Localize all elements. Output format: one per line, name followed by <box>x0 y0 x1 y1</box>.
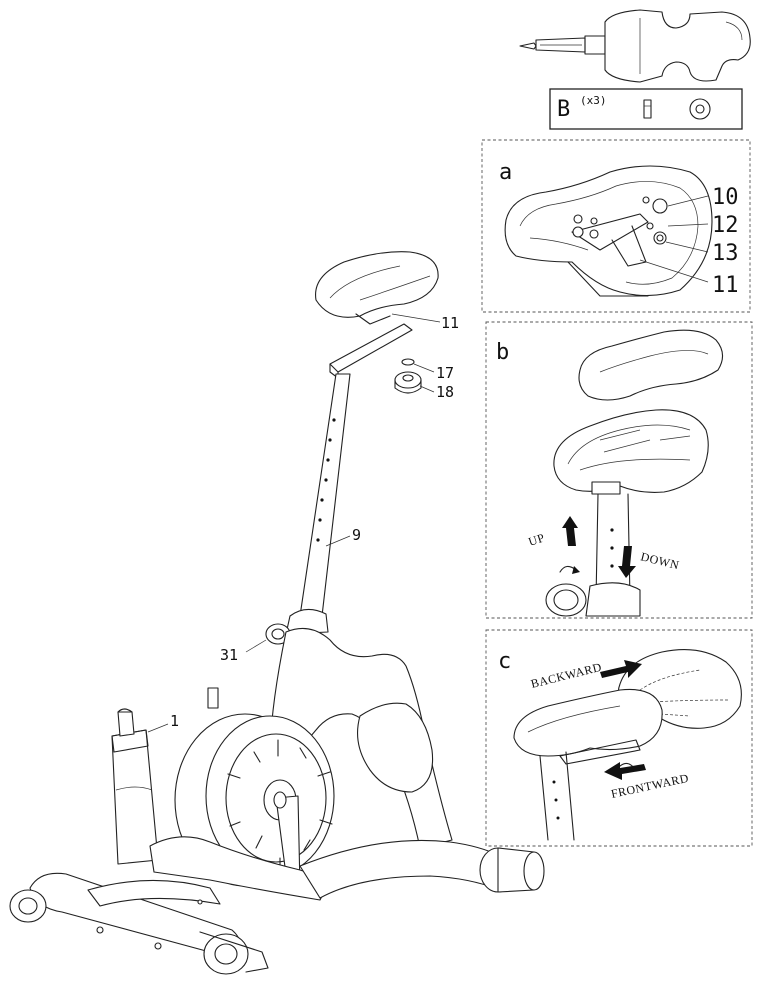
detail-a-part-2: 12 <box>712 213 739 238</box>
detail-c-letter: c <box>498 649 511 674</box>
up-label: UP <box>527 530 547 548</box>
label-seat-slider: 11 <box>441 314 459 332</box>
adjustment-knob-icon <box>545 565 587 617</box>
knob-18-icon <box>394 371 422 394</box>
wrench-tool-icon <box>519 9 751 83</box>
box-b-label: B <box>557 97 570 122</box>
box-b-quantity: (x3) <box>580 94 607 107</box>
detail-a-part-3: 13 <box>712 241 739 266</box>
washer-icon <box>689 98 711 120</box>
detail-panel-a: a 10 12 13 11 <box>481 139 751 313</box>
down-label: DOWN <box>639 549 681 572</box>
backward-label: BACKWARD <box>529 660 603 691</box>
detail-a-part-4: 11 <box>712 273 739 298</box>
label-seat-post: 9 <box>352 526 361 544</box>
exercise-bike-illustration: 11 17 18 9 <box>9 251 545 975</box>
detail-b-letter: b <box>496 340 509 365</box>
label-washer: 17 <box>436 364 454 382</box>
detail-a-letter: a <box>499 160 512 185</box>
front-wheel-left-icon <box>9 889 47 923</box>
label-pop-pin: 31 <box>220 646 238 664</box>
down-arrow-icon <box>618 546 636 578</box>
rear-foot-icon <box>479 847 545 893</box>
label-handlebar-post: 1 <box>170 712 179 730</box>
hardware-box-b: B (x3) <box>549 88 743 130</box>
saddle-icon <box>315 251 439 325</box>
detail-panel-c: c BACKWARD FRONTWARD <box>485 629 753 847</box>
detail-a-part-1: 10 <box>712 185 739 210</box>
up-arrow-icon <box>562 516 578 546</box>
forward-arrow-icon <box>604 762 646 780</box>
washer-17-icon <box>401 358 415 366</box>
backward-arrow-icon <box>600 660 642 678</box>
label-knob: 18 <box>436 383 454 401</box>
handlebar-post-icon <box>111 708 159 865</box>
bolt-icon <box>643 99 652 119</box>
detail-panel-b: b UP DOWN <box>485 321 753 619</box>
